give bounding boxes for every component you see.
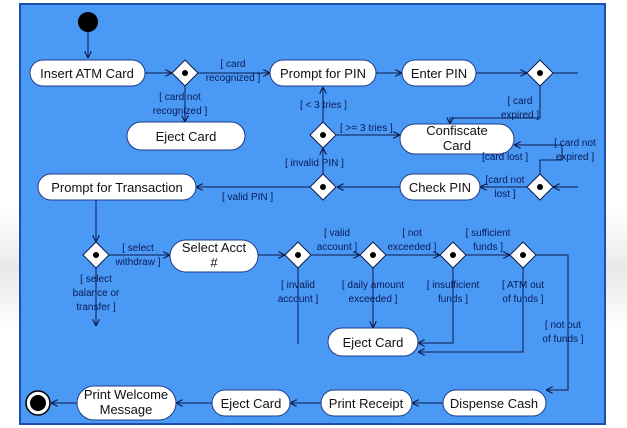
guard-gte-3-tries: [ >= 3 tries ] bbox=[340, 123, 393, 134]
svg-text:Insert ATM Card: Insert ATM Card bbox=[40, 66, 134, 81]
svg-text:Dispense Cash: Dispense Cash bbox=[450, 396, 538, 411]
node-prompt-pin: Prompt for PIN bbox=[269, 59, 377, 87]
guard-card-lost: [card lost ] bbox=[482, 152, 528, 163]
guard-invalid-pin: [ invalid PIN ] bbox=[285, 158, 344, 169]
node-confiscate-card: Confiscate Card bbox=[399, 123, 515, 155]
svg-text:Message: Message bbox=[100, 402, 153, 417]
node-dispense-cash: Dispense Cash bbox=[442, 389, 547, 417]
node-eject-card-3: Eject Card bbox=[211, 389, 291, 417]
edge-out-of-funds bbox=[418, 268, 524, 352]
edge-not-expired bbox=[539, 145, 563, 174]
svg-text:Eject Card: Eject Card bbox=[221, 396, 282, 411]
node-eject-card-1: Eject Card bbox=[126, 121, 246, 151]
node-insert-card: Insert ATM Card bbox=[29, 59, 146, 87]
svg-text:Prompt for Transaction: Prompt for Transaction bbox=[51, 180, 183, 195]
node-print-receipt: Print Receipt bbox=[320, 389, 413, 417]
svg-text:Eject Card: Eject Card bbox=[156, 129, 217, 144]
edges bbox=[51, 32, 578, 403]
svg-text:Eject Card: Eject Card bbox=[343, 335, 404, 350]
svg-text:Prompt for PIN: Prompt for PIN bbox=[280, 66, 366, 81]
svg-text:Print Welcome: Print Welcome bbox=[84, 387, 168, 402]
start-node bbox=[78, 12, 98, 32]
svg-text:Card: Card bbox=[443, 138, 471, 153]
node-eject-card-2: Eject Card bbox=[327, 327, 419, 357]
edge-not-out-of-funds bbox=[536, 254, 569, 390]
svg-text:Print Receipt: Print Receipt bbox=[329, 396, 404, 411]
node-print-welcome: Print Welcome Message bbox=[76, 385, 177, 421]
edge-expired bbox=[450, 86, 541, 124]
svg-text:Select Acct: Select Acct bbox=[182, 240, 247, 255]
guard-valid-pin: [ valid PIN ] bbox=[222, 192, 273, 203]
svg-text:Check PIN: Check PIN bbox=[409, 180, 471, 195]
node-check-pin: Check PIN bbox=[399, 173, 481, 201]
svg-text:Confiscate: Confiscate bbox=[426, 123, 487, 138]
node-enter-pin: Enter PIN bbox=[401, 59, 477, 87]
svg-text:#: # bbox=[210, 255, 218, 270]
node-prompt-transaction: Prompt for Transaction bbox=[37, 173, 197, 201]
edge-insufficient bbox=[418, 268, 454, 343]
end-node bbox=[30, 395, 46, 411]
decisions bbox=[82, 59, 554, 269]
node-select-acct: Select Acct # bbox=[169, 239, 259, 273]
guard-lt-3-tries: [ < 3 tries ] bbox=[300, 100, 347, 111]
svg-text:Enter PIN: Enter PIN bbox=[411, 66, 467, 81]
